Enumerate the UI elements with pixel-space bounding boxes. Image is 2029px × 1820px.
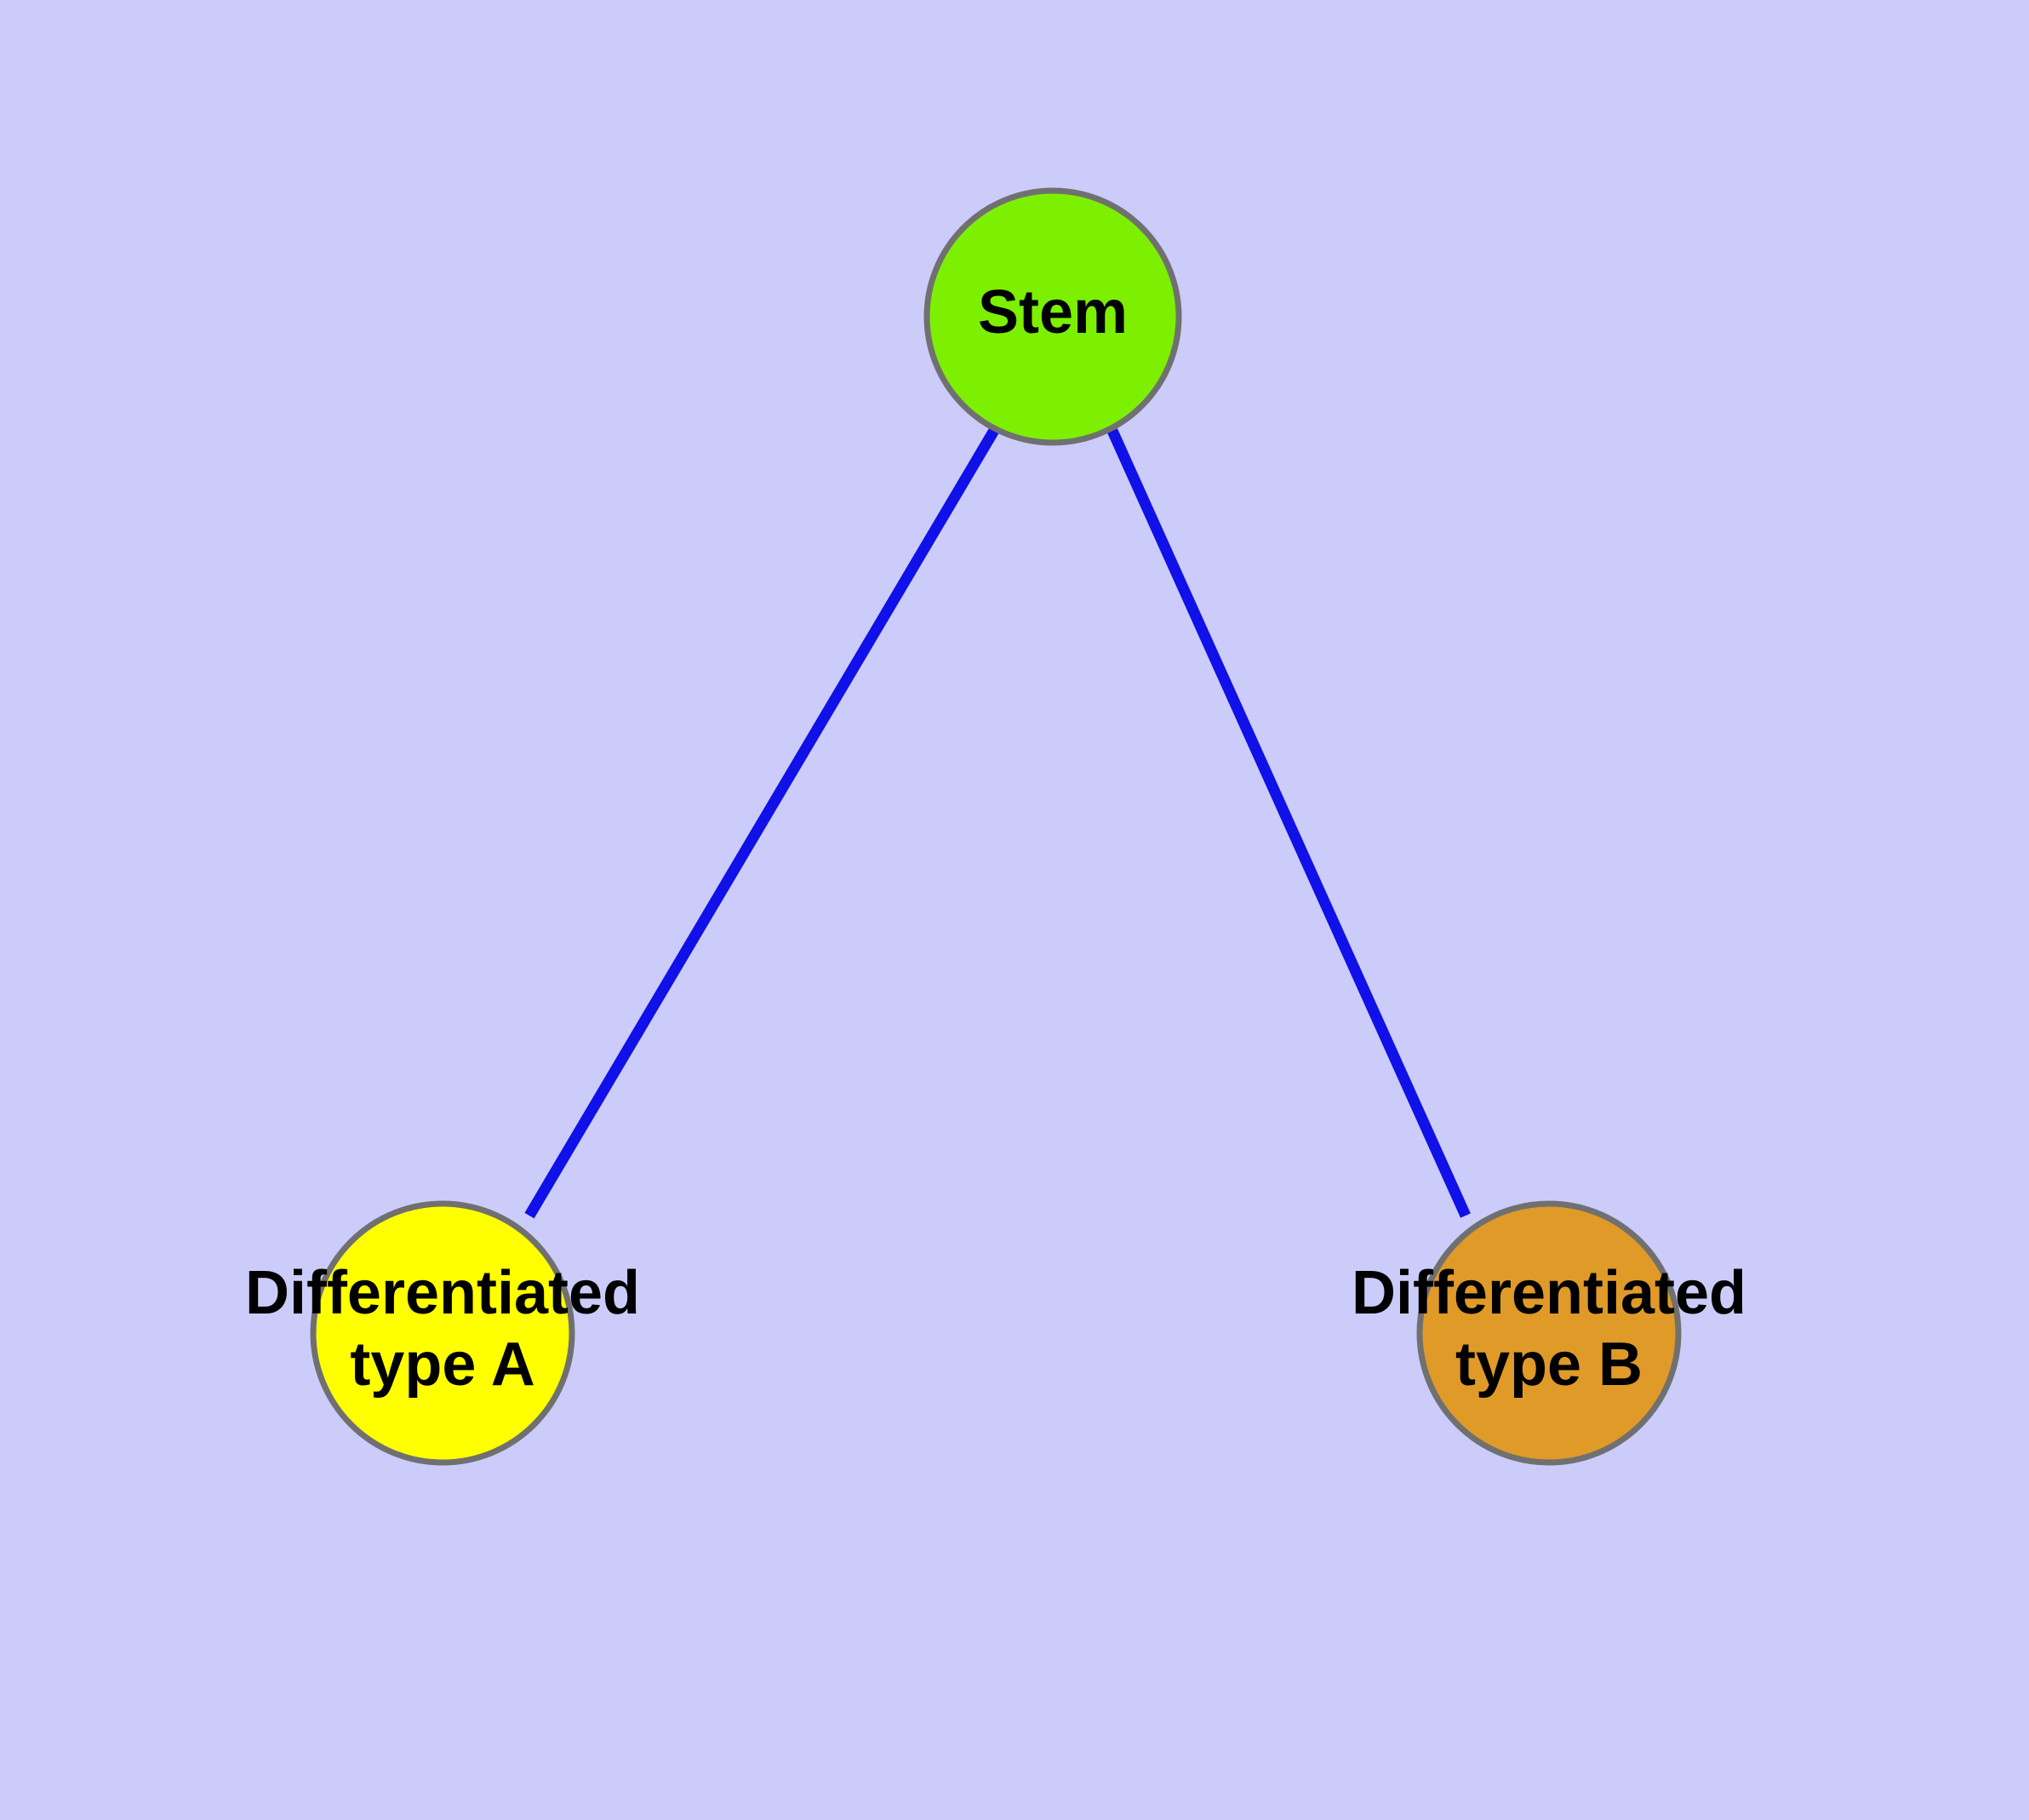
node-label-line: Differentiated <box>1352 1259 1746 1327</box>
node-label-line: Stem <box>978 278 1128 346</box>
edge-layer <box>524 426 1471 1219</box>
edge-stem-to-differentiated-type-b[interactable] <box>1107 428 1471 1218</box>
node-label-line: type A <box>350 1331 534 1399</box>
node-stem-label: Stem <box>978 278 1128 346</box>
node-label-line: Differentiated <box>245 1259 640 1327</box>
node-differentiated-type-b-circle[interactable] <box>1416 1200 1682 1466</box>
edge-stem-to-differentiated-type-a[interactable] <box>524 426 1000 1219</box>
node-stem-circle[interactable] <box>923 187 1182 446</box>
node-differentiated-type-a-circle[interactable] <box>310 1200 575 1466</box>
node-stem[interactable]: Stem <box>923 187 1182 446</box>
node-label-line: type B <box>1455 1331 1643 1399</box>
